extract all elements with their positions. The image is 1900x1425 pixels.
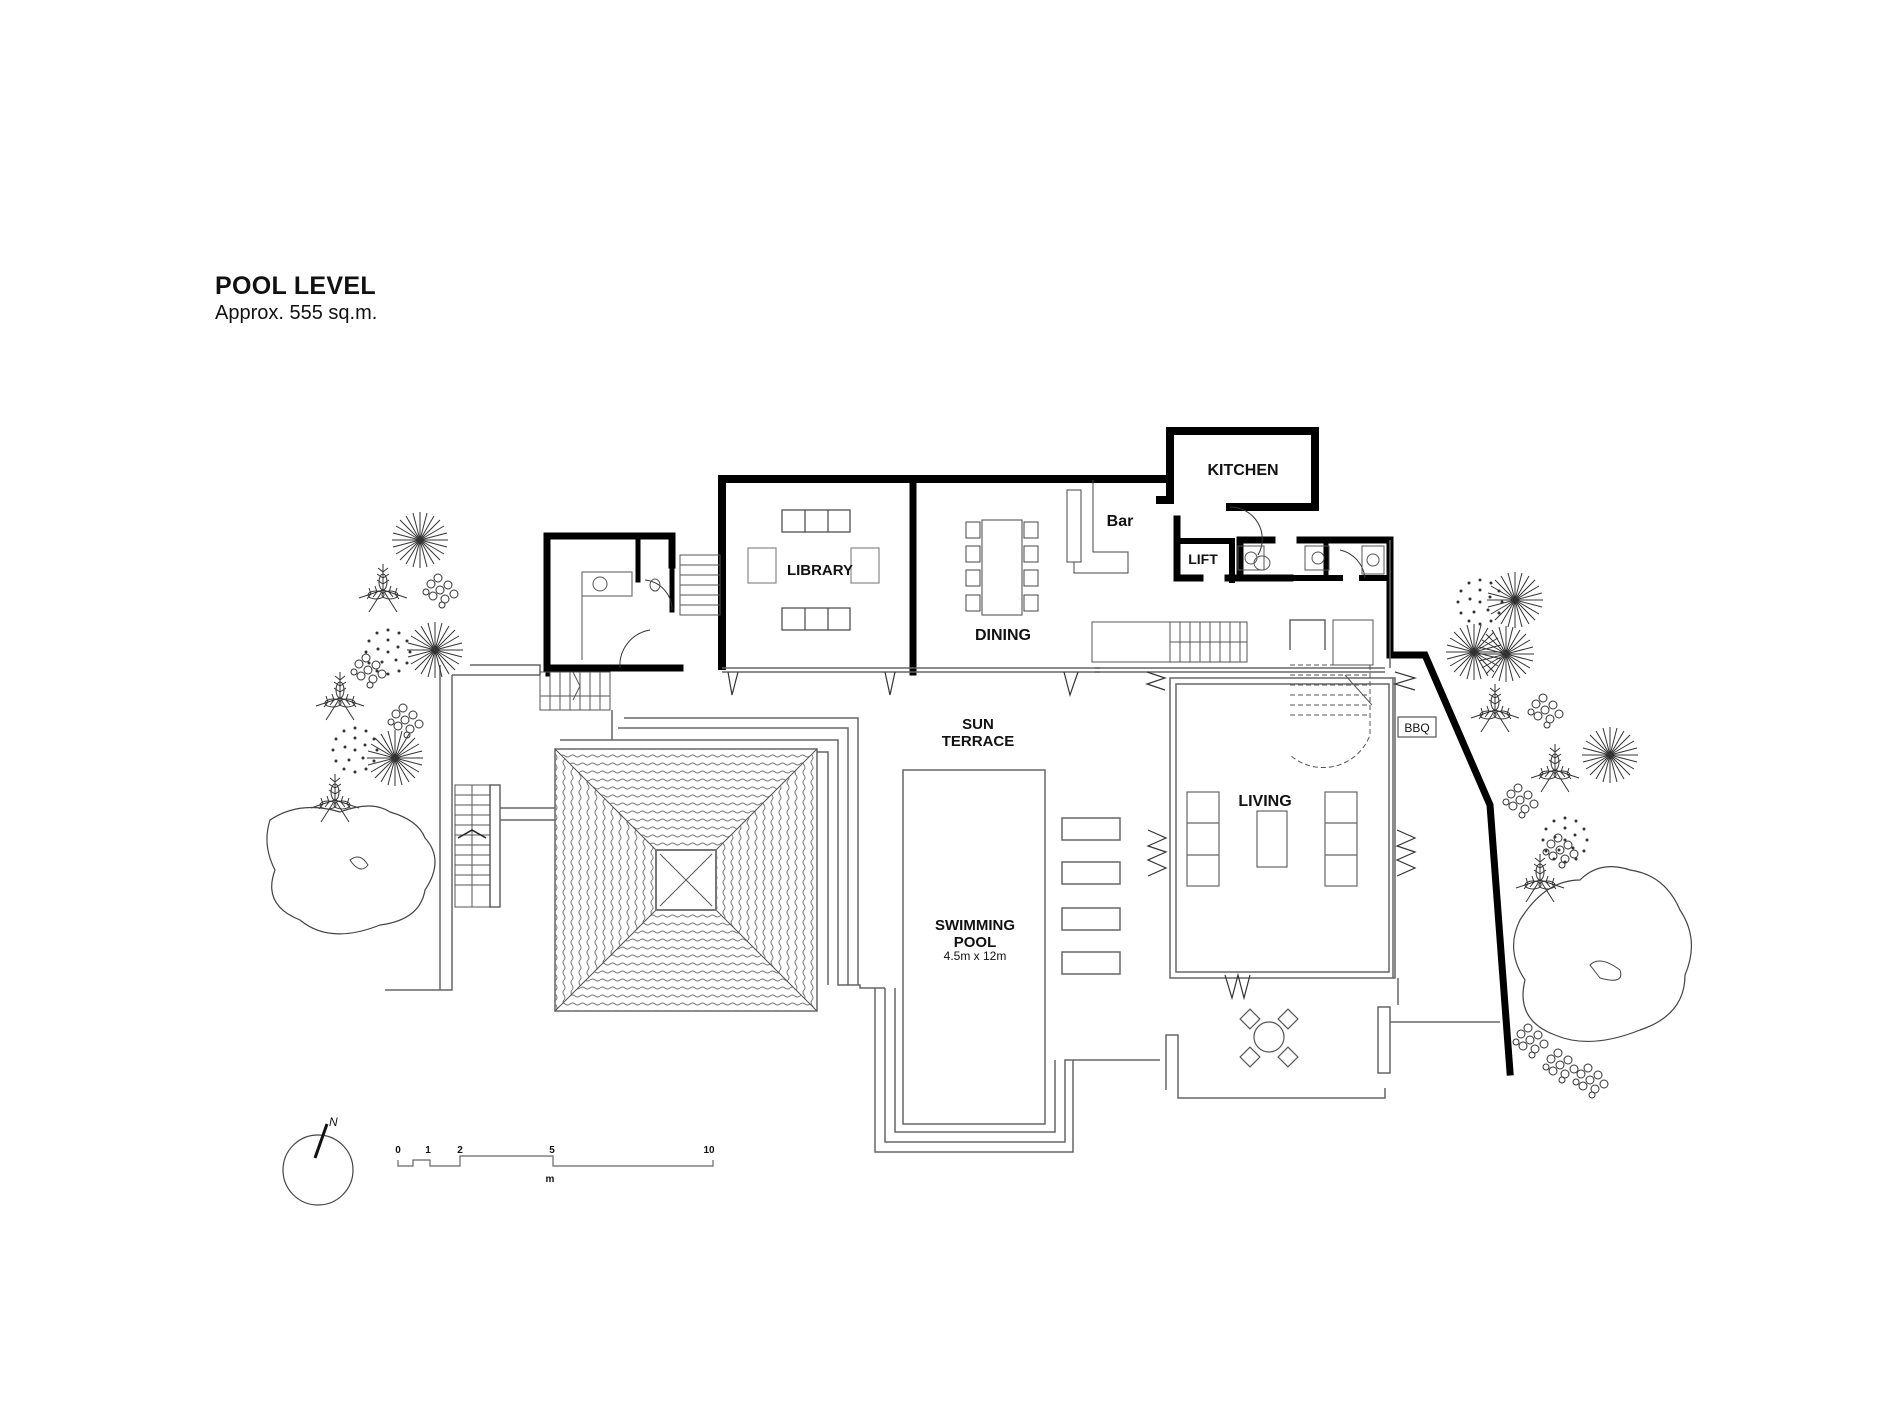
- label-library: LIBRARY: [787, 562, 853, 579]
- vegetation-east: [1445, 571, 1693, 1099]
- label-lift: LIFT: [1188, 551, 1218, 567]
- room-labels: KITCHEN Bar LIFT LIBRARY DINING SUN TERR…: [787, 462, 1430, 963]
- label-pool-1: SWIMMING: [935, 917, 1015, 934]
- stairs: [454, 554, 1374, 908]
- scale-tick-2: 2: [457, 1145, 463, 1156]
- label-living: LIVING: [1238, 793, 1291, 810]
- scale-tick-5: 5: [549, 1145, 555, 1156]
- label-bbq: BBQ: [1404, 721, 1429, 735]
- thin-lines: [385, 540, 1500, 1153]
- label-dining: DINING: [975, 627, 1031, 644]
- exterior-walls: [543, 427, 1514, 1076]
- scale-tick-0: 0: [395, 1145, 401, 1156]
- fixtures: [581, 545, 1385, 660]
- label-kitchen: KITCHEN: [1207, 462, 1278, 479]
- dining-furniture: [965, 480, 1129, 616]
- scale-unit: m: [546, 1174, 555, 1185]
- door-swings: [619, 506, 1366, 669]
- pyramid-roof: [554, 748, 818, 1012]
- scale-tick-10: 10: [703, 1145, 715, 1156]
- north-arrow: N: [282, 1115, 354, 1206]
- label-bar: Bar: [1107, 513, 1134, 530]
- label-pool-2: POOL: [954, 934, 997, 951]
- library-furniture: [747, 509, 880, 631]
- scale-tick-1: 1: [425, 1145, 431, 1156]
- label-pool-dims: 4.5m x 12m: [944, 949, 1007, 963]
- vegetation-west: [266, 511, 464, 935]
- plan-area: Approx. 555 sq.m.: [215, 302, 378, 324]
- plan-title: POOL LEVEL: [215, 272, 376, 300]
- north-label: N: [329, 1115, 338, 1129]
- living-furniture: [1186, 791, 1358, 887]
- scale-bar: 0 1 2 5 10 m: [395, 1145, 715, 1185]
- label-sun-terrace-1: SUN: [962, 716, 994, 733]
- bbq-box: [1397, 716, 1437, 738]
- outdoor-dining-set: [1239, 1008, 1299, 1068]
- label-sun-terrace-2: TERRACE: [942, 733, 1015, 750]
- folding-doors: [727, 671, 1418, 1001]
